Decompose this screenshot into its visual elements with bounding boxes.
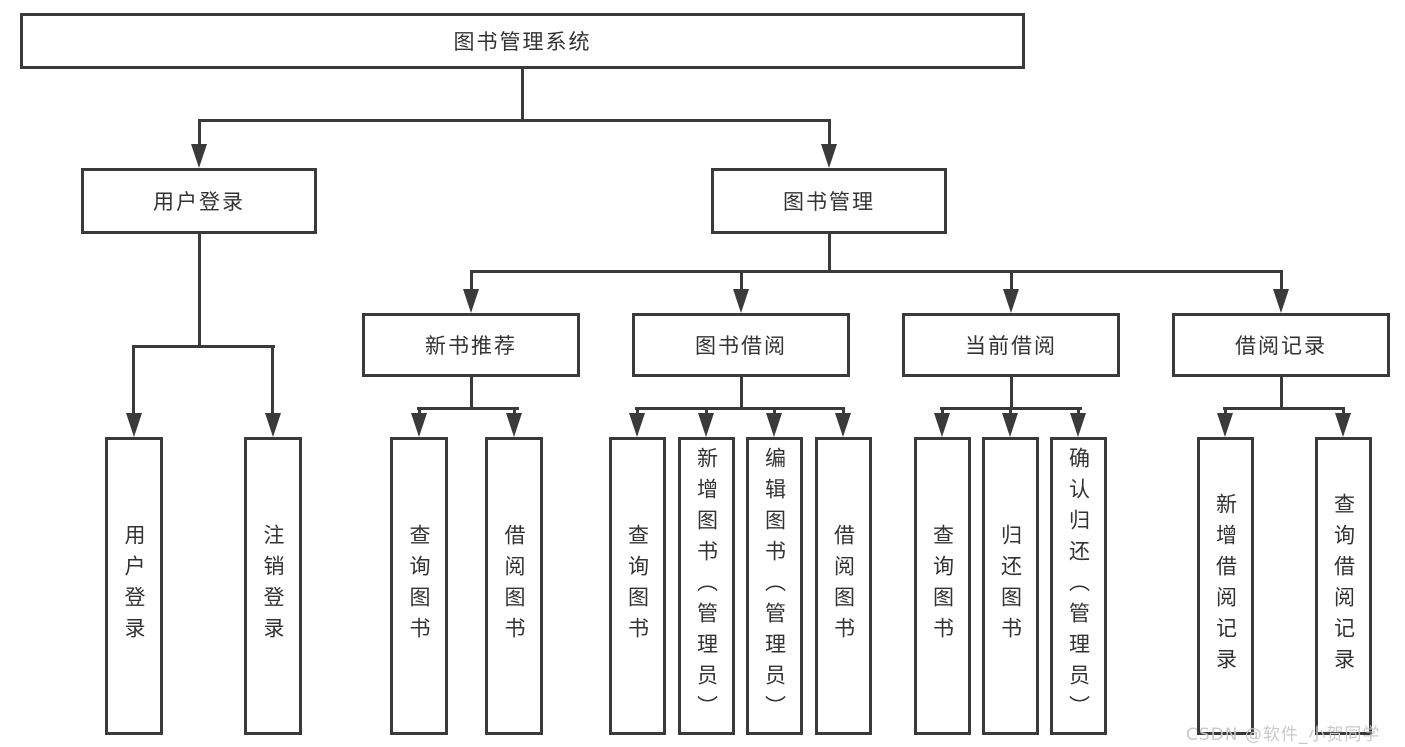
leaf-add-borrow-record: 新增借阅记录 <box>1197 437 1254 735</box>
node-label: 图书管理系统 <box>453 30 592 54</box>
node-new-book-recommend: 新书推荐 <box>362 313 580 377</box>
arrowhead <box>126 413 142 437</box>
node-label: 图书管理 <box>783 190 875 214</box>
arrowhead <box>766 413 782 437</box>
connector <box>1342 407 1345 417</box>
arrowhead <box>1217 413 1233 437</box>
connector <box>198 234 201 347</box>
connector <box>1009 407 1012 417</box>
connector <box>740 270 743 291</box>
leaf-query-book-borrow: 查询图书 <box>609 437 666 735</box>
connector <box>773 407 776 417</box>
node-root-library-system: 图书管理系统 <box>20 13 1025 69</box>
connector <box>842 407 845 417</box>
leaf-label: 确认归还（管理员） <box>1066 446 1091 726</box>
connector <box>132 345 275 348</box>
connector <box>635 407 845 410</box>
arrowhead <box>821 144 837 168</box>
leaf-label: 用户登录 <box>122 524 146 648</box>
leaf-query-borrow-record: 查询借阅记录 <box>1315 437 1372 735</box>
csdn-watermark: CSDN @软件_小贺同学 <box>1186 725 1381 745</box>
node-label: 借阅记录 <box>1235 334 1327 358</box>
connector <box>132 345 135 415</box>
connector <box>198 119 201 147</box>
leaf-label: 新增图书（管理员） <box>694 446 719 726</box>
leaf-user-login: 用户登录 <box>105 437 163 735</box>
arrowhead <box>934 413 950 437</box>
connector <box>1077 407 1080 417</box>
arrowhead <box>506 413 522 437</box>
connector <box>470 270 473 291</box>
leaf-label: 查询图书 <box>625 524 650 648</box>
connector <box>705 407 708 417</box>
node-label: 新书推荐 <box>425 334 517 358</box>
leaf-label: 新增借阅记录 <box>1213 493 1238 679</box>
connector <box>828 234 831 272</box>
connector <box>1224 407 1227 417</box>
leaf-query-book-recommend: 查询图书 <box>390 437 448 735</box>
connector <box>470 377 473 409</box>
node-user-login: 用户登录 <box>81 168 317 234</box>
leaf-confirm-return-admin: 确认归还（管理员） <box>1050 437 1107 735</box>
arrowhead <box>1335 413 1351 437</box>
leaf-borrow-book-recommend: 借阅图书 <box>485 437 543 735</box>
connector <box>418 407 421 417</box>
arrowhead <box>265 413 281 437</box>
connector <box>636 407 639 417</box>
node-label: 当前借阅 <box>965 334 1057 358</box>
arrowhead <box>1003 289 1019 313</box>
node-current-borrow: 当前借阅 <box>902 313 1120 377</box>
arrowhead <box>463 289 479 313</box>
arrowhead <box>835 413 851 437</box>
leaf-add-book-admin: 新增图书（管理员） <box>678 437 735 735</box>
arrowhead <box>1273 289 1289 313</box>
connector <box>740 377 743 409</box>
connector <box>1010 377 1013 409</box>
connector <box>470 270 1283 273</box>
arrowhead <box>1070 413 1086 437</box>
connector <box>417 407 519 410</box>
node-book-borrow: 图书借阅 <box>632 313 850 377</box>
leaf-label: 查询图书 <box>407 524 431 648</box>
connector <box>271 345 274 415</box>
leaf-query-book-current: 查询图书 <box>914 437 971 735</box>
arrowhead <box>411 413 427 437</box>
arrowhead <box>191 144 207 168</box>
leaf-label: 借阅图书 <box>502 524 526 648</box>
connector <box>1280 270 1283 291</box>
arrowhead <box>1002 413 1018 437</box>
node-borrow-record: 借阅记录 <box>1172 313 1390 377</box>
leaf-label: 注销登录 <box>261 524 285 648</box>
leaf-label: 归还图书 <box>998 524 1023 648</box>
connector <box>513 407 516 417</box>
connector <box>828 119 831 147</box>
leaf-logout: 注销登录 <box>244 437 302 735</box>
node-book-management: 图书管理 <box>711 168 947 234</box>
leaf-label: 查询借阅记录 <box>1331 493 1356 679</box>
leaf-label: 编辑图书（管理员） <box>762 446 787 726</box>
arrowhead <box>698 413 714 437</box>
arrowhead <box>733 289 749 313</box>
node-label: 用户登录 <box>153 190 245 214</box>
leaf-edit-book-admin: 编辑图书（管理员） <box>746 437 803 735</box>
connector <box>1010 270 1013 291</box>
leaf-label: 查询图书 <box>930 524 955 648</box>
leaf-return-book: 归还图书 <box>982 437 1039 735</box>
connector <box>198 119 831 122</box>
connector <box>521 69 524 119</box>
leaf-label: 借阅图书 <box>831 524 856 648</box>
connector <box>941 407 944 417</box>
connector <box>1223 407 1345 410</box>
connector <box>1280 377 1283 409</box>
arrowhead <box>629 413 645 437</box>
leaf-borrow-book: 借阅图书 <box>815 437 872 735</box>
node-label: 图书借阅 <box>695 334 787 358</box>
